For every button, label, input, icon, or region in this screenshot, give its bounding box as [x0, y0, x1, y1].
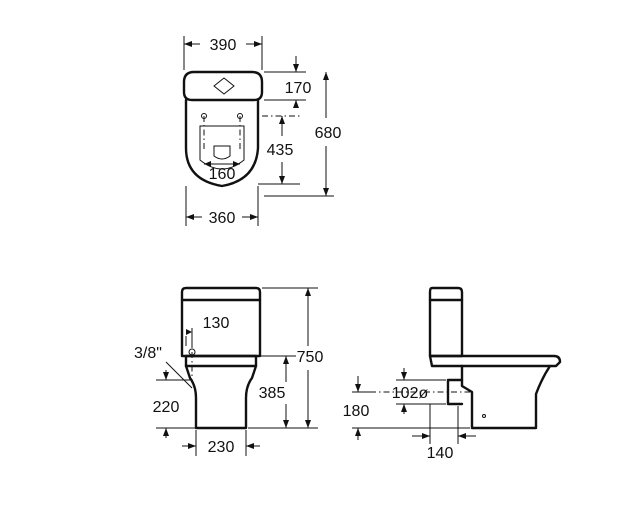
tank-depth-label: 170 — [285, 80, 312, 97]
inlet-height-label: 220 — [153, 399, 180, 416]
side-view-cistern-outline — [428, 286, 464, 358]
bowl-width-label: 360 — [209, 210, 236, 227]
bowl-height-label: 385 — [259, 385, 286, 402]
front-view-cistern-outline — [180, 286, 262, 358]
side-view-seat-outline — [428, 354, 562, 368]
front-view-seat-outline — [184, 354, 258, 368]
side-view-bowl-outline — [460, 364, 552, 430]
fixing-distance-label: 435 — [267, 142, 294, 159]
top-view-bowl-outline — [184, 98, 260, 188]
seat-hole-spacing-label: 160 — [209, 166, 236, 183]
flush-button-icon — [213, 77, 235, 95]
tank-width-label: 390 — [210, 37, 237, 54]
inlet-offset-label: 130 — [203, 315, 230, 332]
front-view-bowl-outline — [184, 364, 258, 430]
top-view: 390 170 680 435 160 360 — [182, 36, 342, 227]
front-view: 130 3/8" 220 750 385 230 — [134, 286, 324, 456]
overall-depth-label: 680 — [315, 125, 342, 142]
outlet-setback-label: 140 — [427, 445, 454, 462]
outlet-diameter-label: 102ø — [392, 385, 429, 402]
overall-height-label: 750 — [297, 349, 324, 366]
side-view: 102ø 180 140 — [343, 286, 562, 462]
outlet-height-label: 180 — [343, 403, 370, 420]
base-width-label: 230 — [208, 439, 235, 456]
top-view-bowl-opening — [199, 125, 245, 170]
top-view-cistern-outline — [182, 70, 264, 102]
inlet-thread-label: 3/8" — [134, 345, 162, 362]
